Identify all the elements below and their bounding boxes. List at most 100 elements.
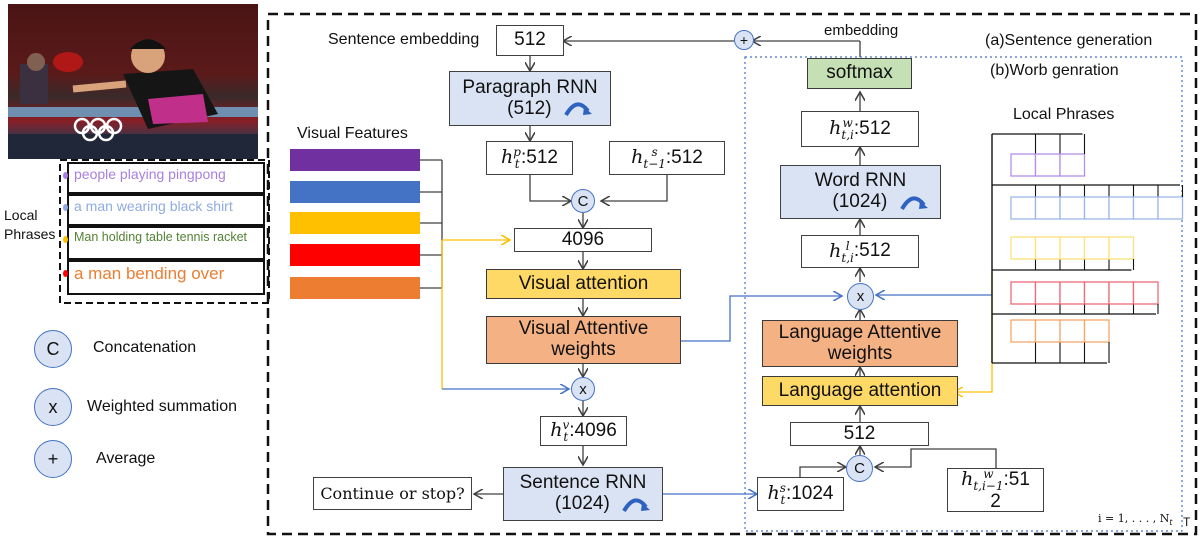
phrase-word-cell bbox=[1083, 281, 1110, 305]
hv-sym: h bbox=[550, 419, 563, 441]
visual-attentive-weights-line2: weights bbox=[551, 339, 616, 360]
hl-sup: l bbox=[845, 238, 850, 253]
phrase-word-cell bbox=[1034, 196, 1061, 220]
concat-4096-box: 4096 bbox=[514, 228, 652, 252]
word-gen-dotted-frame bbox=[744, 56, 1183, 532]
hs-prev-sub: t−1 bbox=[643, 157, 666, 171]
hw-sup: w bbox=[842, 116, 853, 130]
phrase-word-cell bbox=[1059, 236, 1086, 260]
sentence-embedding-box: 512 bbox=[496, 25, 564, 56]
phrase-word-cell bbox=[1059, 281, 1086, 305]
corner-mark: T bbox=[1183, 515, 1191, 529]
phrase-connector-dot bbox=[63, 172, 68, 179]
language-attentive-weights-line2: weights bbox=[827, 342, 893, 364]
word-generation-title: (b)Worb genration bbox=[990, 62, 1119, 79]
visual-attentive-weights-line1: Visual Attentive bbox=[518, 318, 649, 340]
sentence-rnn-size-row: (1024) bbox=[515, 493, 651, 515]
language-attention-box: Language attention bbox=[762, 376, 958, 406]
hp-sub: t bbox=[514, 157, 520, 171]
hw-sub: t,i bbox=[841, 128, 854, 142]
visual-features-label: Visual Features bbox=[297, 125, 408, 142]
sentence-rnn-box: Sentence RNN (1024) bbox=[503, 467, 663, 521]
hs-sup: s bbox=[779, 481, 786, 495]
local-phrase-item: people playing pingpong bbox=[67, 162, 265, 194]
language-attentive-weights-line1: Language Attentive bbox=[778, 321, 942, 343]
word-rnn-size: (1024) bbox=[832, 191, 888, 212]
visual-feature-bar bbox=[290, 181, 420, 203]
local-phrase-item: a man bending over bbox=[67, 260, 265, 295]
phrase-word-cell bbox=[1034, 319, 1061, 343]
paragraph-rnn-size-row: (512) bbox=[467, 98, 593, 120]
concat-512-box: 512 bbox=[790, 422, 929, 446]
word-rnn-box: Word RNN (1024) bbox=[780, 165, 941, 219]
phrase-word-cell bbox=[1132, 196, 1159, 220]
word-rnn-size-row: (1024) bbox=[792, 191, 928, 213]
concatenation-symbol-icon: C bbox=[34, 330, 72, 368]
paragraph-rnn-box: Paragraph RNN (512) bbox=[449, 71, 611, 126]
phrase-word-cell bbox=[1108, 236, 1135, 260]
visual-feature-bar bbox=[290, 277, 420, 299]
phrase-word-cell bbox=[1083, 236, 1110, 260]
local-phrases-title: Local Phrases bbox=[1013, 106, 1115, 123]
phrase-word-cell bbox=[1083, 319, 1110, 343]
hw-value: :512 bbox=[853, 117, 891, 139]
sentence-generation-title: (a)Sentence generation bbox=[985, 32, 1153, 49]
visual-feature-bar bbox=[290, 212, 420, 234]
weighted-summation-symbol-icon: x bbox=[34, 388, 72, 426]
continue-or-stop-box: Continue or stop? bbox=[313, 477, 472, 510]
phrase-word-cell bbox=[1010, 153, 1037, 177]
hv-sup: v bbox=[562, 418, 570, 432]
hv-sub: t bbox=[563, 430, 569, 444]
visual-weighted-sum-node-icon: x bbox=[571, 377, 595, 401]
hp-value: :512 bbox=[520, 146, 558, 168]
photo-scene bbox=[8, 39, 258, 159]
index-note-text: i = 1, . . . , N bbox=[1098, 512, 1170, 525]
hv-value: :4096 bbox=[569, 419, 617, 441]
hw-sym: h bbox=[829, 117, 842, 139]
average-node-icon: + bbox=[734, 30, 754, 50]
legend-label-weighted-summation: Weighted summation bbox=[87, 398, 237, 415]
hl-sub: t,i bbox=[841, 250, 854, 265]
phrase-word-cell bbox=[1083, 196, 1110, 220]
sentence-rnn-name: Sentence RNN bbox=[519, 472, 647, 494]
legend-label-average: Average bbox=[96, 450, 156, 467]
language-weighted-sum-node-icon: x bbox=[847, 283, 874, 310]
outer-dashed-frame bbox=[266, 12, 1198, 536]
phrase-word-cell bbox=[1059, 196, 1086, 220]
phrase-word-cell bbox=[1059, 153, 1086, 177]
legend-label-concatenation: Concatenation bbox=[93, 339, 197, 356]
hs-prev-sup: s bbox=[651, 145, 658, 159]
hs-sub: t bbox=[780, 493, 786, 507]
local-phrase-item: Man holding table tennis racket bbox=[67, 226, 265, 260]
phrase-word-cell bbox=[1157, 196, 1184, 220]
hw-prev-sym: h bbox=[961, 467, 974, 490]
phrase-connector-dot bbox=[63, 204, 68, 211]
phrase-word-cell bbox=[1034, 153, 1061, 177]
word-concat-node-icon: C bbox=[846, 455, 873, 482]
index-note: i = 1, . . . , Nt bbox=[1098, 512, 1173, 527]
phrase-word-cell bbox=[1059, 319, 1086, 343]
average-symbol-icon: + bbox=[34, 440, 72, 478]
local-phrase-item: a man wearing black shirt bbox=[67, 194, 265, 226]
sentence-rnn-size: (1024) bbox=[554, 493, 610, 514]
phrase-word-cell bbox=[1010, 196, 1037, 220]
hw-prev-sub: t,i−1 bbox=[973, 478, 1004, 493]
visual-feature-bar bbox=[290, 244, 420, 266]
concat-node-icon: C bbox=[571, 189, 595, 213]
hw-prev-value: :51 bbox=[1003, 468, 1030, 490]
paragraph-rnn-name: Paragraph RNN bbox=[462, 76, 598, 98]
phrase-word-cell bbox=[1034, 236, 1061, 260]
hs-value: :1024 bbox=[785, 482, 834, 504]
